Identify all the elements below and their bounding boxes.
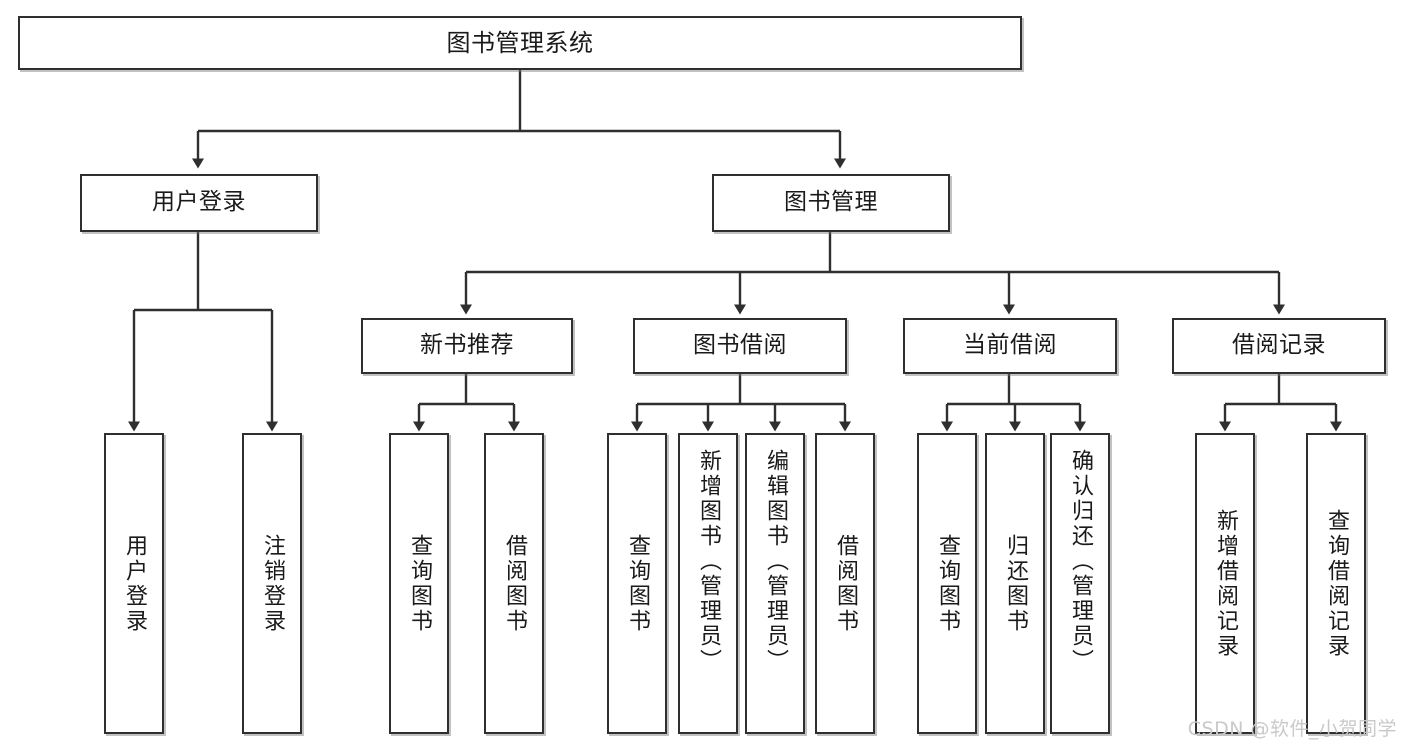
leaf-edit-book-admin[interactable]: 编辑图书（管理员） [745,433,805,734]
node-label: 当前借阅 [963,332,1057,359]
node-new-book-recommend[interactable]: 新书推荐 [361,318,573,374]
node-root-book-management-system[interactable]: 图书管理系统 [18,16,1022,70]
node-label: 借阅图书 [833,533,858,634]
leaf-user-login[interactable]: 用户登录 [104,433,164,734]
node-book-borrow[interactable]: 图书借阅 [633,318,847,374]
leaf-logout[interactable]: 注销登录 [242,433,302,734]
node-book-manage[interactable]: 图书管理 [712,174,950,232]
node-label: 查询图书 [407,533,432,634]
node-label: 查询图书 [625,533,650,634]
node-label: 图书借阅 [693,332,787,359]
node-label: 注销登录 [260,533,285,634]
node-current-borrow[interactable]: 当前借阅 [903,318,1117,374]
node-label: 借阅图书 [502,533,527,634]
node-label: 查询图书 [935,533,960,634]
node-label: 确认归还（管理员） [1068,449,1093,674]
node-label: 查询借阅记录 [1324,508,1349,659]
csdn-watermark: CSDN @软件_小贺同学 [1187,718,1397,740]
leaf-return-book[interactable]: 归还图书 [985,433,1045,734]
node-user-login[interactable]: 用户登录 [80,174,318,232]
node-label: 图书管理 [784,189,878,216]
node-label: 归还图书 [1003,533,1028,634]
leaf-query-book-recommend[interactable]: 查询图书 [389,433,449,734]
node-label: 新增借阅记录 [1213,508,1238,659]
leaf-query-book-current[interactable]: 查询图书 [917,433,977,734]
node-label: 借阅记录 [1232,332,1326,359]
leaf-add-borrow-record[interactable]: 新增借阅记录 [1195,433,1255,734]
node-label: 新增图书（管理员） [696,449,721,674]
node-label: 编辑图书（管理员） [763,449,788,674]
leaf-add-book-admin[interactable]: 新增图书（管理员） [678,433,738,734]
node-label: 新书推荐 [420,332,514,359]
leaf-borrow-book-recommend[interactable]: 借阅图书 [484,433,544,734]
node-label: 图书管理系统 [446,28,594,57]
leaf-confirm-return-admin[interactable]: 确认归还（管理员） [1050,433,1110,734]
node-borrow-record[interactable]: 借阅记录 [1172,318,1386,374]
node-label: 用户登录 [122,533,147,634]
node-label: 用户登录 [152,189,246,216]
leaf-query-book-borrow[interactable]: 查询图书 [607,433,667,734]
leaf-query-borrow-record[interactable]: 查询借阅记录 [1306,433,1366,734]
leaf-borrow-book[interactable]: 借阅图书 [815,433,875,734]
